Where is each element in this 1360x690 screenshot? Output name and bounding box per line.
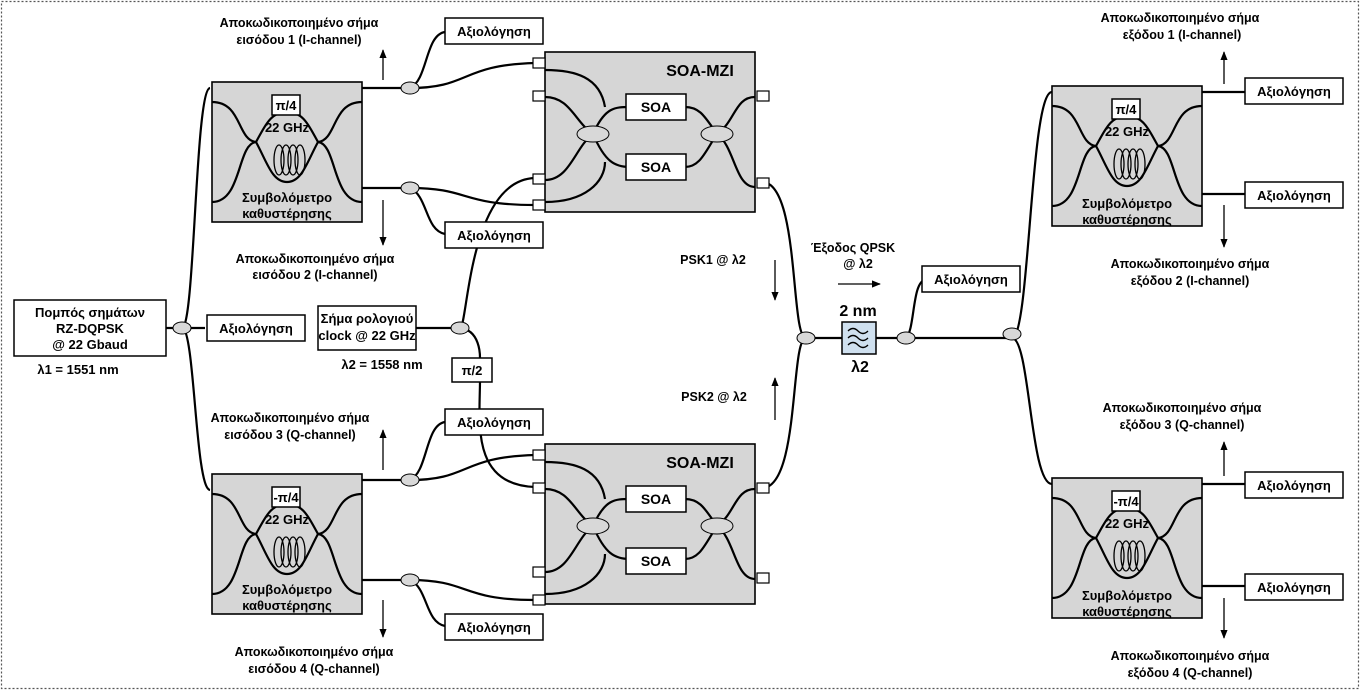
svg-text:Αξιολόγηση: Αξιολόγηση [1257,84,1331,99]
svg-text:22 GHz: 22 GHz [265,120,310,135]
psk1-label: PSK1 @ λ2 [680,253,779,301]
signal-label-in-3: Αποκωδικοποιημένο σήμα εισόδου 3 (Q-chan… [211,411,387,470]
couplers [172,81,1022,587]
svg-text:SOA-MZI: SOA-MZI [666,455,734,472]
transmitter-line3: @ 22 Gbaud [52,337,128,352]
svg-text:Αξιολόγηση: Αξιολόγηση [1257,478,1331,493]
svg-text:καθυστέρησης: καθυστέρησης [242,598,332,613]
svg-text:εισόδου 3 (Q-channel): εισόδου 3 (Q-channel) [224,428,355,442]
transmitter-block: Πομπός σημάτων RZ-DQPSK @ 22 Gbaud λ1 = … [13,299,167,377]
delay-interferometer-in-top: π/4 22 GHz Συμβολόμετρο καθυστέρησης [210,80,364,224]
svg-text:εξόδου 3 (Q-channel): εξόδου 3 (Q-channel) [1120,418,1245,432]
svg-text:π/4: π/4 [276,98,298,113]
svg-text:22 GHz: 22 GHz [265,512,310,527]
eval-box-out-3: Αξιολόγηση [1244,471,1344,499]
eval-box-in-4: Αξιολόγηση [444,613,544,641]
svg-text:εισόδου 4 (Q-channel): εισόδου 4 (Q-channel) [248,662,379,676]
transmitter-line2: RZ-DQPSK [56,321,125,336]
svg-text:SOA-MZI: SOA-MZI [666,63,734,80]
svg-text:Αποκωδικοποιημένο σήμα: Αποκωδικοποιημένο σήμα [1103,401,1262,415]
svg-text:Αξιολόγηση: Αξιολόγηση [457,415,531,430]
delay-interferometer-out-bottom: -π/4 22 GHz Συμβολόμετρο καθυστέρησης [1050,476,1204,620]
svg-text:SOA: SOA [641,553,671,569]
svg-text:π/4: π/4 [1116,102,1138,117]
eval-box-in-3: Αξιολόγηση [444,408,544,436]
svg-text:Έξοδος QPSK: Έξοδος QPSK [811,241,895,255]
clock-wavelength: λ2 = 1558 nm [341,357,422,372]
svg-text:Αξιολόγηση: Αξιολόγηση [934,272,1008,287]
transmitter-wavelength: λ1 = 1551 nm [37,362,118,377]
delay-interferometer-out-top: π/4 22 GHz Συμβολόμετρο καθυστέρησης [1050,84,1204,228]
svg-text:Συμβολόμετρο: Συμβολόμετρο [242,582,332,597]
signal-label-in-2: Αποκωδικοποιημένο σήμα εισόδου 2 (I-chan… [236,200,395,282]
psk2-label: PSK2 @ λ2 [681,377,779,420]
signal-label-out-1: Αποκωδικοποιημένο σήμα εξόδου 1 (I-chann… [1101,11,1260,84]
svg-text:Αξιολόγηση: Αξιολόγηση [457,24,531,39]
svg-text:εξόδου 1 (I-channel): εξόδου 1 (I-channel) [1123,28,1242,42]
soa-mzi-bottom: SOA-MZI SOA SOA [532,442,770,606]
svg-text:SOA: SOA [641,491,671,507]
svg-text:Αξιολόγηση: Αξιολόγηση [1257,580,1331,595]
svg-text:Αποκωδικοποιημένο σήμα: Αποκωδικοποιημένο σήμα [235,645,394,659]
svg-text:-π/4: -π/4 [273,490,299,505]
svg-text:Συμβολόμετρο: Συμβολόμετρο [242,190,332,205]
svg-text:Αποκωδικοποιημένο σήμα: Αποκωδικοποιημένο σήμα [1101,11,1260,25]
svg-text:22 GHz: 22 GHz [1105,124,1150,139]
signal-label-in-4: Αποκωδικοποιημένο σήμα εισόδου 4 (Q-chan… [235,600,394,676]
svg-text:Αποκωδικοποιημένο σήμα: Αποκωδικοποιημένο σήμα [211,411,370,425]
svg-text:καθυστέρησης: καθυστέρησης [1082,212,1172,227]
svg-text:εξόδου 2 (I-channel): εξόδου 2 (I-channel) [1131,274,1250,288]
clock-line2: clock @ 22 GHz [318,328,416,343]
svg-text:λ2: λ2 [851,359,869,376]
svg-text:SOA: SOA [641,159,671,175]
svg-text:εισόδου 1 (I-channel): εισόδου 1 (I-channel) [236,33,361,47]
transmitter-line1: Πομπός σημάτων [35,305,145,320]
eval-box-in-2: Αξιολόγηση [444,221,544,249]
svg-text:Αξιολόγηση: Αξιολόγηση [457,228,531,243]
svg-text:εισόδου 2 (I-channel): εισόδου 2 (I-channel) [252,268,377,282]
svg-text:PSK2 @ λ2: PSK2 @ λ2 [681,390,747,404]
signal-label-out-4: Αποκωδικοποιημένο σήμα εξόδου 4 (Q-chann… [1111,598,1270,680]
svg-text:-π/4: -π/4 [1113,494,1139,509]
eval-box-out-2: Αξιολόγηση [1244,181,1344,209]
optical-filter: 2 nm λ2 [839,303,877,376]
svg-text:PSK1 @ λ2: PSK1 @ λ2 [680,253,746,267]
qpsk-output-label: Έξοδος QPSK @ λ2 [811,241,895,288]
svg-text:Αποκωδικοποιημένο σήμα: Αποκωδικοποιημένο σήμα [236,252,395,266]
clock-block: Σήμα ρολογιού clock @ 22 GHz λ2 = 1558 n… [317,305,423,372]
svg-text:Αξιολόγηση: Αξιολόγηση [457,620,531,635]
svg-text:2 nm: 2 nm [839,303,876,320]
signal-label-out-2: Αποκωδικοποιημένο σήμα εξόδου 2 (I-chann… [1111,205,1270,288]
svg-text:Αποκωδικοποιημένο σήμα: Αποκωδικοποιημένο σήμα [220,16,379,30]
signal-label-out-3: Αποκωδικοποιημένο σήμα εξόδου 3 (Q-chann… [1103,401,1262,476]
svg-text:καθυστέρησης: καθυστέρησης [242,206,332,221]
signal-label-in-1: Αποκωδικοποιημένο σήμα εισόδου 1 (I-chan… [220,16,387,80]
soa-mzi-top: SOA-MZI SOA SOA [532,50,770,214]
delay-interferometer-in-bottom: -π/4 22 GHz Συμβολόμετρο καθυστέρησης [210,472,364,616]
svg-text:εξόδου 4 (Q-channel): εξόδου 4 (Q-channel) [1128,666,1253,680]
svg-text:22 GHz: 22 GHz [1105,516,1150,531]
phase-shifter-pi-half: π/2 [451,357,493,383]
eval-box-in-1: Αξιολόγηση [444,17,544,45]
svg-text:Αποκωδικοποιημένο σήμα: Αποκωδικοποιημένο σήμα [1111,257,1270,271]
svg-text:Συμβολόμετρο: Συμβολόμετρο [1082,588,1172,603]
eval-box-qpsk: Αξιολόγηση [921,265,1021,293]
svg-text:@ λ2: @ λ2 [843,257,873,271]
eval-box-out-1: Αξιολόγηση [1244,77,1344,105]
svg-text:καθυστέρησης: καθυστέρησης [1082,604,1172,619]
svg-text:π/2: π/2 [462,363,483,378]
svg-text:SOA: SOA [641,99,671,115]
svg-text:Αξιολόγηση: Αξιολόγηση [219,321,293,336]
svg-text:Αξιολόγηση: Αξιολόγηση [1257,188,1331,203]
svg-text:Συμβολόμετρο: Συμβολόμετρο [1082,196,1172,211]
svg-text:Αποκωδικοποιημένο σήμα: Αποκωδικοποιημένο σήμα [1111,649,1270,663]
clock-line1: Σήμα ρολογιού [321,311,414,326]
eval-box-tx: Αξιολόγηση [206,314,306,342]
eval-box-out-4: Αξιολόγηση [1244,573,1344,601]
